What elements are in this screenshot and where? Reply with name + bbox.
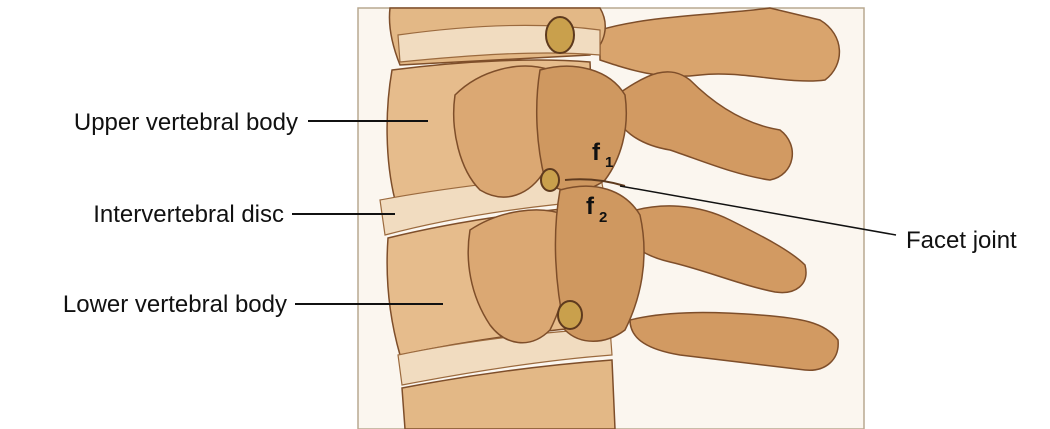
- f1-subscript: 1: [605, 154, 613, 171]
- illustration-panel: [358, 8, 864, 429]
- f2-letter: f: [586, 193, 595, 220]
- label-upper-vertebral-body: Upper vertebral body: [74, 109, 298, 136]
- label-facet-joint: Facet joint: [906, 227, 1017, 254]
- label-intervertebral-disc: Intervertebral disc: [93, 201, 284, 228]
- lower-foramen: [558, 301, 582, 329]
- middle-foramen: [541, 169, 559, 191]
- label-lower-vertebral-body: Lower vertebral body: [63, 291, 287, 318]
- upper-foramen: [546, 17, 574, 53]
- f1-letter: f: [592, 139, 601, 166]
- f2-subscript: 2: [599, 209, 607, 226]
